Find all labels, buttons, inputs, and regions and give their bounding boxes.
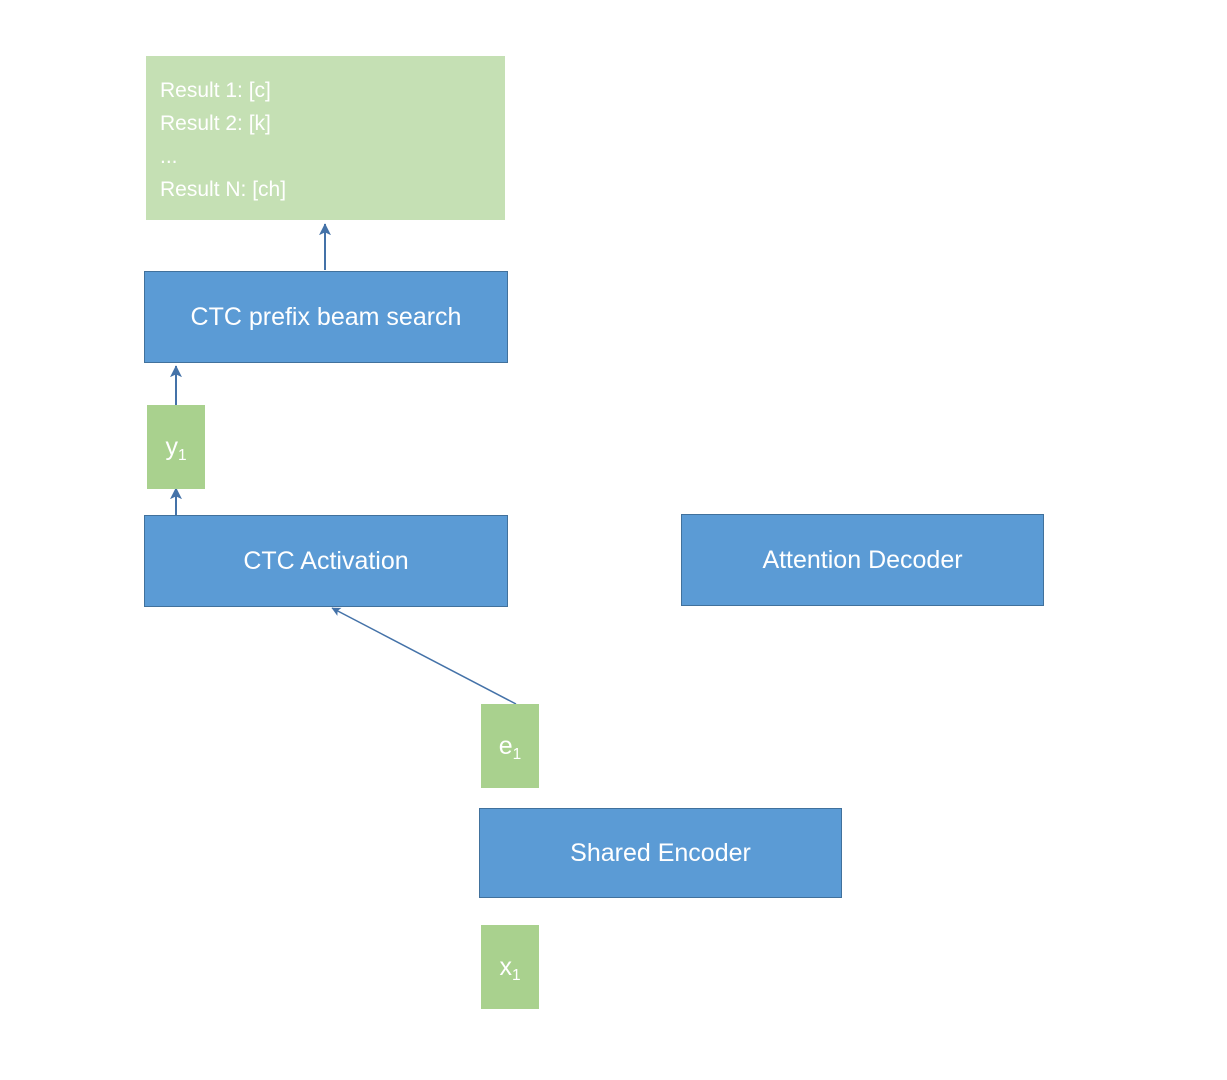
ctc-activation-label: CTC Activation <box>243 547 409 575</box>
attention-decoder-label: Attention Decoder <box>762 546 963 574</box>
ctc-prefix-beam-search-label: CTC prefix beam search <box>190 303 462 331</box>
attention-decoder-box: Attention Decoder <box>681 514 1044 606</box>
result-line-1: Result 1: [c] <box>160 79 271 102</box>
x1-label: x1 <box>499 952 521 984</box>
result-line-ellipsis: ... <box>160 145 178 168</box>
x1-base: x <box>499 953 512 981</box>
result-line-n: Result N: [ch] <box>160 178 287 201</box>
y1-label: y1 <box>165 432 187 464</box>
e1-label: e1 <box>498 731 522 763</box>
ctc-prefix-beam-search-box: CTC prefix beam search <box>144 271 508 363</box>
shared-encoder-label: Shared Encoder <box>570 839 751 867</box>
ctc-activation-box: CTC Activation <box>144 515 508 607</box>
x1-box: x1 <box>481 925 539 1009</box>
result-line-2: Result 2: [k] <box>160 112 271 135</box>
results-box: Result 1: [c] Result 2: [k] ... Result N… <box>146 56 505 220</box>
e1-base: e <box>498 732 513 760</box>
edge-e1-to-ctcactivation <box>331 607 517 705</box>
y1-subscript: 1 <box>177 446 187 464</box>
y1-box: y1 <box>147 405 205 489</box>
e1-subscript: 1 <box>512 745 522 763</box>
y1-base: y <box>165 433 178 461</box>
shared-encoder-box: Shared Encoder <box>479 808 842 898</box>
x1-subscript: 1 <box>511 966 521 984</box>
e1-box: e1 <box>481 704 539 788</box>
